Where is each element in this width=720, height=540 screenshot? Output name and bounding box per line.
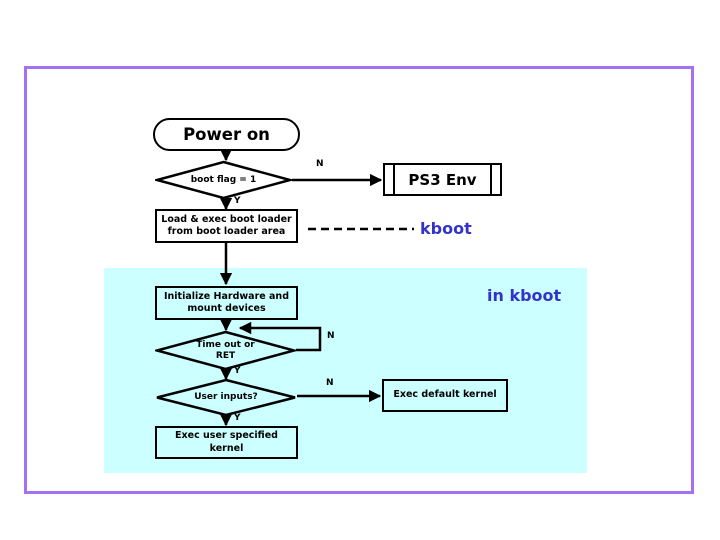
- predefined-process-left-rule: [393, 165, 395, 194]
- kboot-scope-region: [104, 268, 587, 473]
- node-load-boot-loader[interactable]: Load & exec boot loader from boot loader…: [155, 209, 298, 243]
- slide-border-frame: [24, 66, 694, 494]
- wire-timeout-no-loopback: [238, 321, 322, 352]
- annotation-kboot: kboot: [420, 219, 472, 238]
- node-exec-user-kernel-label: Exec user specified kernel: [175, 430, 278, 454]
- branch-label-boot-flag-yes: Y: [234, 196, 241, 206]
- node-user-inputs-shape[interactable]: [155, 378, 297, 417]
- branch-label-time-out-yes: Y: [234, 366, 241, 376]
- node-exec-user-kernel[interactable]: Exec user specified kernel: [155, 426, 298, 459]
- node-exec-default-kernel[interactable]: Exec default kernel: [382, 379, 508, 412]
- node-boot-flag-shape[interactable]: [155, 160, 292, 200]
- node-load-boot-loader-label: Load & exec boot loader from boot loader…: [161, 213, 292, 237]
- node-power-on-label: Power on: [183, 125, 270, 144]
- node-ps3-env[interactable]: PS3 Env: [383, 163, 502, 196]
- node-power-on[interactable]: Power on: [153, 118, 300, 151]
- branch-label-boot-flag-no: N: [316, 159, 324, 169]
- node-initialize-hardware[interactable]: Initialize Hardware and mount devices: [155, 286, 298, 320]
- branch-label-time-out-no: N: [327, 331, 335, 341]
- predefined-process-right-rule: [490, 165, 492, 194]
- node-exec-default-kernel-label: Exec default kernel: [393, 389, 497, 401]
- node-time-out-shape[interactable]: [155, 330, 296, 371]
- node-ps3-env-label: PS3 Env: [408, 170, 477, 189]
- branch-label-user-inputs-yes: Y: [234, 413, 241, 423]
- branch-label-user-inputs-no: N: [326, 378, 334, 388]
- node-initialize-hardware-label: Initialize Hardware and mount devices: [164, 290, 289, 314]
- annotation-in-kboot: in kboot: [487, 286, 562, 305]
